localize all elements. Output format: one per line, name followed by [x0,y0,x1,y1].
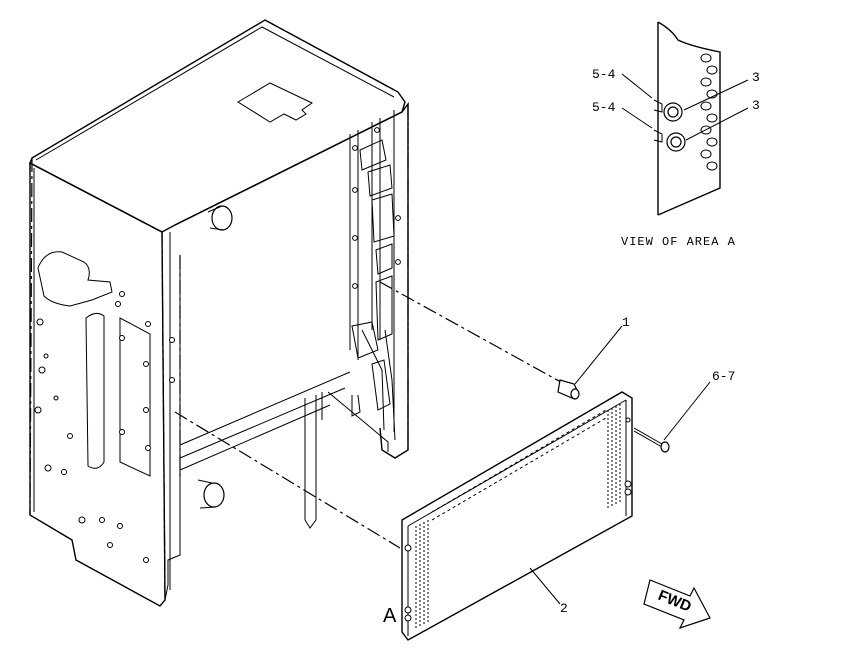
detail-holes [700,53,718,171]
callout-1: 1 [622,315,630,330]
panel-louvers-left [415,520,429,628]
callout-3-lower: 3 [752,98,760,113]
housing-enclosure [29,19,409,607]
grommet-part-3 [663,102,686,152]
bolt-part-6-7 [633,427,670,453]
access-panel [401,391,633,641]
standoff-part-1 [557,379,580,400]
callout-5-4-upper: 5-4 [592,67,616,82]
callout-5-4-lower: 5-4 [592,100,616,115]
forward-direction-arrow [643,579,711,630]
detail-view-area-a [653,21,721,216]
callout-2: 2 [560,601,568,616]
callout-6-7: 6-7 [712,369,735,384]
installation-path-lines [174,281,569,549]
area-a-marker: A [383,605,397,627]
panel-louvers-right [607,404,621,510]
view-caption: VIEW OF AREA A [621,235,736,249]
callout-leader-lines [529,73,749,605]
hidden-edge-lines [29,19,409,599]
callout-3-upper: 3 [752,70,760,85]
